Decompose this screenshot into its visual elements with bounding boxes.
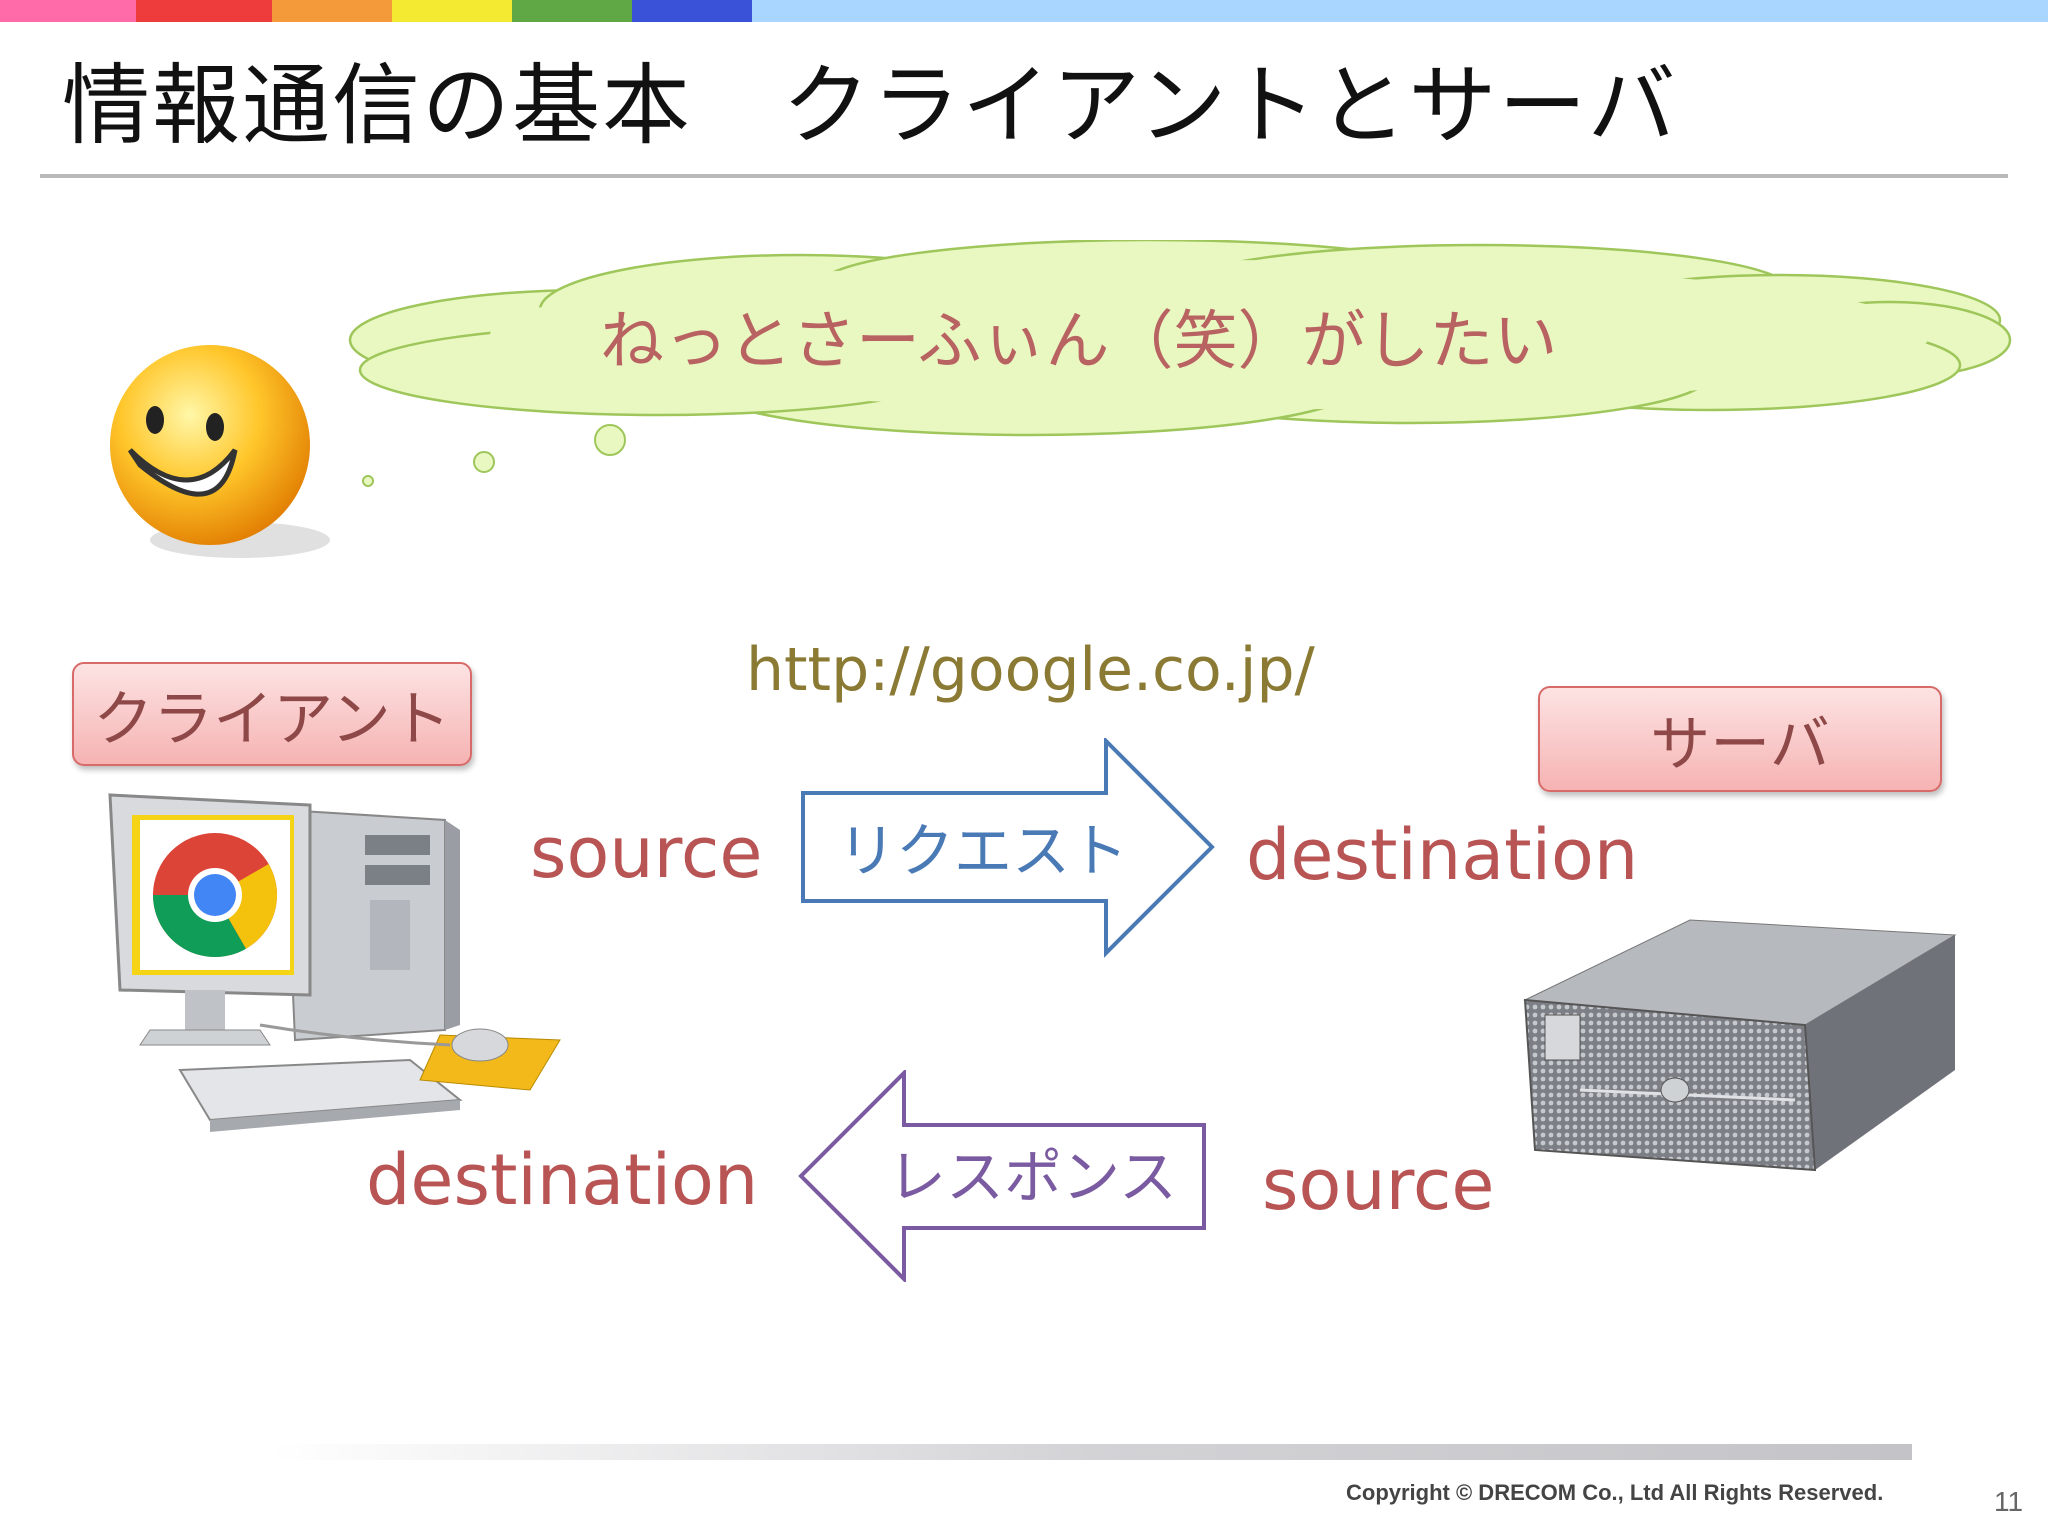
request-arrow-label: リクエスト bbox=[838, 817, 1129, 885]
stripe-graphic bbox=[0, 0, 2048, 22]
response-arrow-label: レスポンス bbox=[888, 1143, 1177, 1211]
page-number: 11 bbox=[1994, 1486, 2024, 1517]
response-arrow bbox=[798, 1070, 1206, 1282]
server-label: サーバ bbox=[1538, 686, 1942, 792]
desktop-computer-icon bbox=[108, 793, 561, 1132]
slide-title: 情報通信の基本 クライアントとサーバ bbox=[62, 54, 1678, 157]
request-arrow bbox=[801, 738, 1215, 958]
thought-cloud bbox=[348, 240, 2012, 437]
smiley-face-icon bbox=[110, 345, 330, 558]
thought-text: ねっとさーふぃん（笑）がしたい bbox=[600, 305, 1558, 379]
top-color-stripe bbox=[0, 0, 2048, 22]
url-text: http://google.co.jp/ bbox=[746, 635, 1315, 705]
response-destination: destination bbox=[366, 1139, 759, 1221]
client-label: クライアント bbox=[72, 662, 472, 766]
chrome-logo-icon bbox=[153, 833, 278, 958]
copyright-text: Copyright © DRECOM Co., Ltd All Rights R… bbox=[1346, 1480, 1884, 1505]
thought-dots bbox=[362, 424, 626, 487]
title-underline bbox=[40, 174, 2008, 178]
request-destination: destination bbox=[1246, 814, 1639, 896]
footer-bar bbox=[270, 1444, 1912, 1460]
rack-server-icon bbox=[1523, 919, 1957, 1172]
response-source: source bbox=[1262, 1144, 1495, 1226]
request-source: source bbox=[530, 812, 763, 894]
